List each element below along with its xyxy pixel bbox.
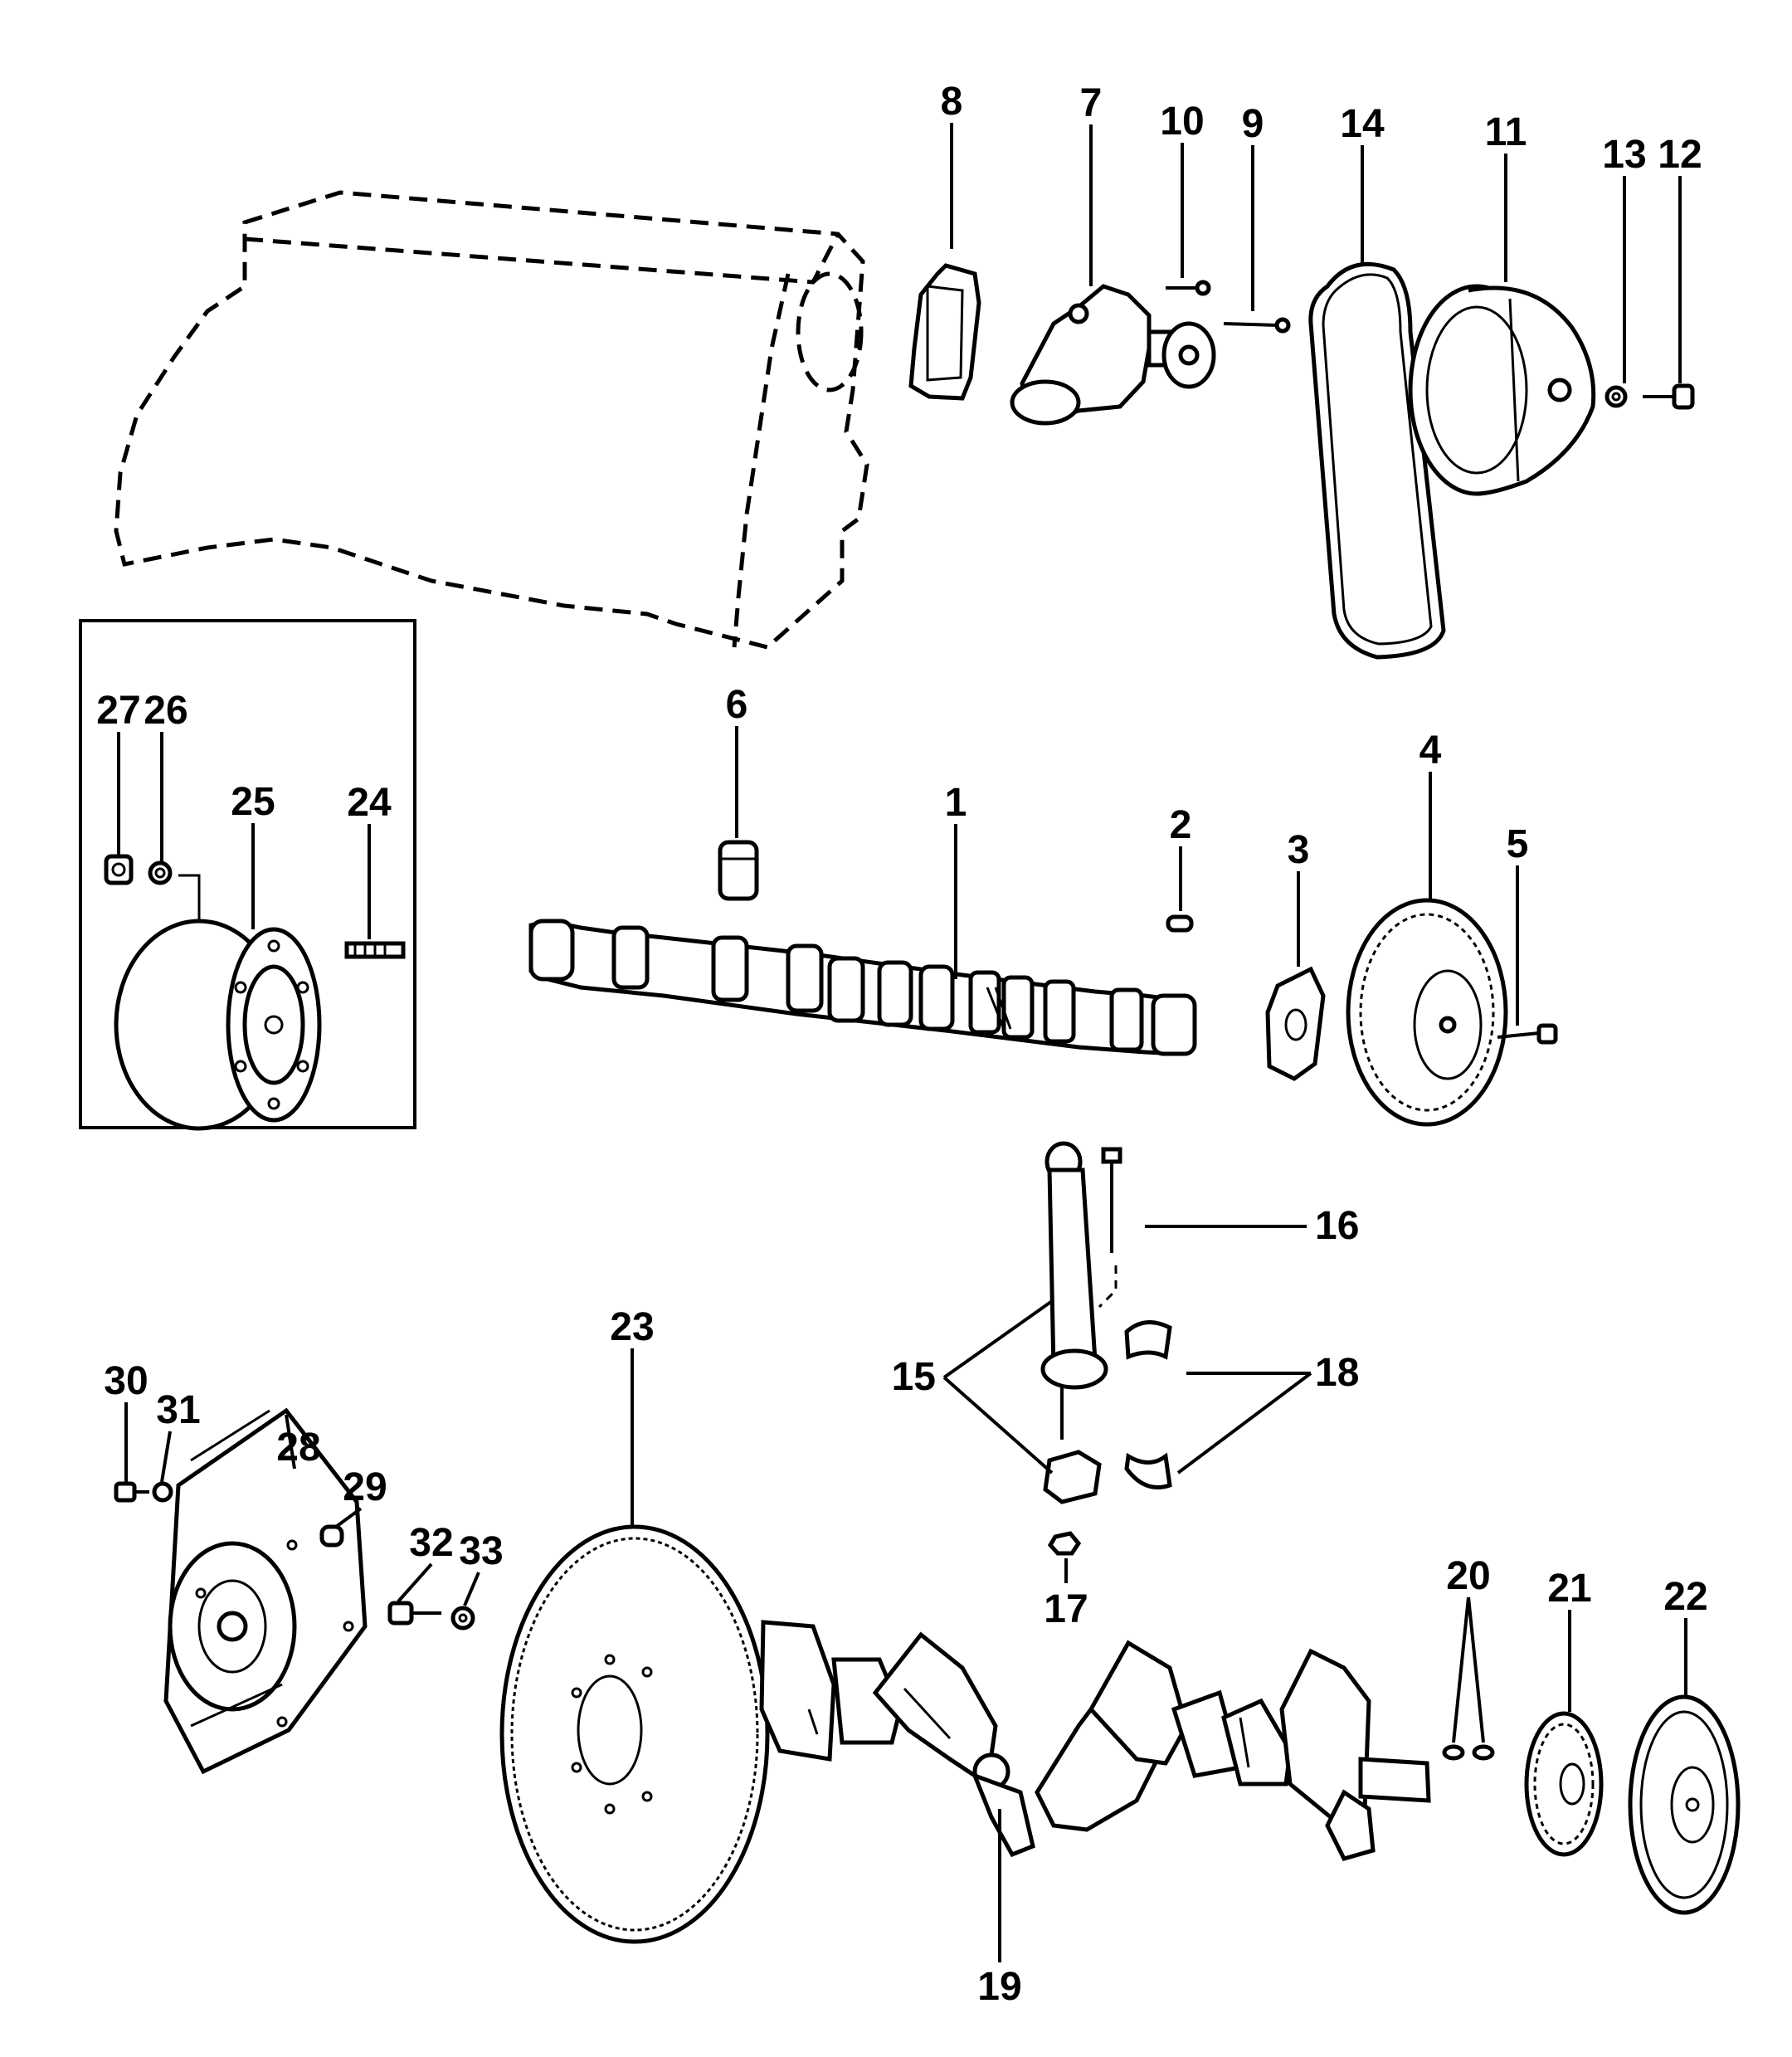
- dowel-29: [319, 1524, 344, 1548]
- bearing-18-lower: [1124, 1452, 1172, 1489]
- belt-14: [1308, 261, 1446, 660]
- pulley-11: [1408, 284, 1596, 496]
- callout-29: 29: [343, 1465, 387, 1509]
- key-20a: [1442, 1744, 1465, 1761]
- callout-16: 16: [1315, 1204, 1359, 1248]
- callout-15: 15: [892, 1355, 936, 1399]
- callout-31: 31: [156, 1388, 200, 1432]
- callout-18: 18: [1315, 1351, 1359, 1395]
- flexplate-adapter-28: [163, 1407, 368, 1775]
- callout-32: 32: [409, 1521, 453, 1565]
- callout-3: 3: [1288, 828, 1310, 872]
- callout-13: 13: [1602, 133, 1646, 177]
- crank-gear-21: [1524, 1711, 1604, 1857]
- engine-block-outline: [114, 190, 869, 650]
- bolt-5: [1497, 1023, 1558, 1045]
- washer-13: [1605, 385, 1628, 408]
- callout-27: 27: [96, 689, 140, 733]
- callout-7: 7: [1080, 81, 1103, 125]
- camshaft-1: [528, 919, 1197, 1056]
- crankshaft-19: [759, 1620, 1431, 1861]
- callout-21: 21: [1547, 1567, 1591, 1611]
- callout-17: 17: [1044, 1587, 1088, 1631]
- callout-6: 6: [726, 683, 748, 727]
- callout-labels: 8 7 10 9 14 11 13 12 6 1 2 3 4 5 27 26 2…: [96, 80, 1707, 2009]
- flywheel-23: [499, 1524, 770, 1944]
- flywheel-housing-25: [114, 919, 322, 1131]
- bolt-30: [114, 1481, 149, 1503]
- callout-14: 14: [1340, 102, 1385, 146]
- callout-9: 9: [1242, 102, 1264, 146]
- leader-lines: [117, 123, 1687, 1962]
- nut-17: [1047, 1531, 1082, 1556]
- callout-11: 11: [1485, 110, 1527, 154]
- nut-27: [104, 854, 134, 885]
- callout-28: 28: [276, 1426, 320, 1470]
- key-20b: [1472, 1744, 1495, 1761]
- bolt-9: [1223, 317, 1291, 334]
- callout-1: 1: [945, 781, 967, 825]
- washer-31: [152, 1481, 173, 1503]
- damper-22: [1628, 1694, 1741, 1915]
- callout-26: 26: [144, 689, 187, 733]
- callout-25: 25: [231, 780, 275, 824]
- callout-10: 10: [1160, 100, 1204, 144]
- bolt-12: [1643, 383, 1695, 410]
- callout-5: 5: [1507, 822, 1529, 866]
- callout-8: 8: [941, 80, 963, 124]
- callout-23: 23: [610, 1305, 654, 1349]
- bolt-32: [387, 1601, 441, 1626]
- water-pump-7: [1010, 284, 1216, 426]
- stud-24: [344, 941, 406, 959]
- callout-20: 20: [1446, 1554, 1490, 1598]
- key-2: [1166, 914, 1194, 933]
- thrust-plate-3: [1265, 966, 1326, 1081]
- callout-24: 24: [347, 781, 392, 825]
- callout-19: 19: [977, 1965, 1021, 2009]
- lifter-6: [718, 840, 759, 901]
- callout-33: 33: [459, 1529, 503, 1573]
- callout-12: 12: [1658, 133, 1702, 177]
- rod-bolt-16: [1098, 1147, 1122, 1309]
- bolt-10: [1166, 280, 1211, 296]
- callout-4: 4: [1419, 729, 1442, 773]
- callout-2: 2: [1170, 803, 1192, 847]
- connecting-rod-15: [1040, 1141, 1108, 1504]
- washer-33: [450, 1606, 475, 1630]
- callout-22: 22: [1663, 1575, 1707, 1619]
- inset-box: [79, 619, 416, 1129]
- bearing-18-upper: [1124, 1320, 1172, 1360]
- gasket-8: [908, 263, 981, 401]
- cam-gear-4: [1346, 898, 1508, 1127]
- callout-30: 30: [104, 1359, 148, 1403]
